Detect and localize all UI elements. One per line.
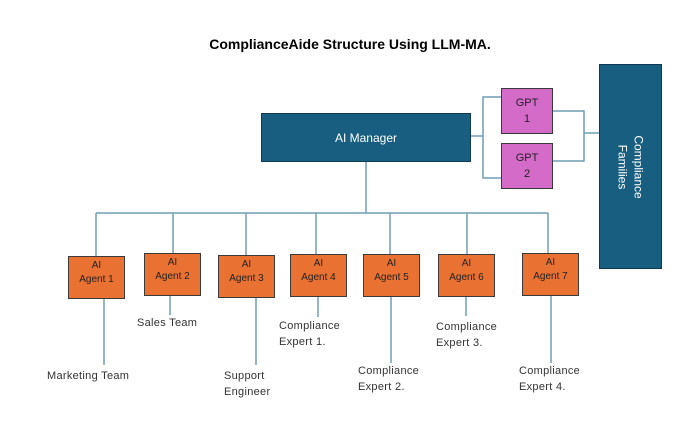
compliance-families-label: Compliance Families bbox=[615, 134, 646, 199]
agent-5-box: AI Agent 5 bbox=[363, 254, 420, 297]
role-label-agent-7: Compliance Expert 4. bbox=[519, 365, 581, 393]
agent-5-line1: AI bbox=[386, 258, 397, 269]
gpt-1-box: GPT 1 bbox=[501, 88, 553, 134]
role-label-agent-1: Marketing Team bbox=[47, 370, 130, 382]
agent-1-line2: Agent 1 bbox=[79, 274, 114, 285]
agent-2-box: AI Agent 2 bbox=[144, 253, 201, 296]
agent-7-box: AI Agent 7 bbox=[522, 253, 579, 296]
gpt-2-box: GPT 2 bbox=[501, 143, 553, 189]
agent-3-box: AI Agent 3 bbox=[218, 255, 275, 298]
agent-1-line1: AI bbox=[91, 260, 102, 271]
compliance-families-box: Compliance Families bbox=[599, 64, 662, 269]
ai-manager-label: AI Manager bbox=[334, 130, 398, 145]
role-label-agent-2: Sales Team bbox=[137, 317, 198, 329]
agent-6-line1: AI bbox=[461, 258, 472, 269]
role-label-agent-6: Compliance Expert 3. bbox=[436, 321, 498, 349]
role-label-agent-3: Support Engineer bbox=[224, 370, 271, 398]
agent-6-box: AI Agent 6 bbox=[438, 254, 495, 297]
role-label-agent-4: Compliance Expert 1. bbox=[279, 320, 341, 348]
agent-5-line2: Agent 5 bbox=[374, 272, 409, 283]
gpt-2-line2: 2 bbox=[523, 168, 531, 180]
agent-7-line1: AI bbox=[545, 257, 556, 268]
agent-6-line2: Agent 6 bbox=[449, 272, 484, 283]
role-label-agent-5: Compliance Expert 2. bbox=[358, 365, 420, 393]
ai-manager-box: AI Manager bbox=[261, 113, 471, 162]
connector-gpt-bracket-left bbox=[482, 96, 501, 179]
agent-4-line1: AI bbox=[313, 258, 324, 269]
gpt-2-line1: GPT bbox=[515, 152, 539, 164]
agent-7-line2: Agent 7 bbox=[533, 271, 568, 282]
gpt-1-line1: GPT bbox=[515, 97, 539, 109]
agent-4-line2: Agent 4 bbox=[301, 272, 336, 283]
agent-3-line2: Agent 3 bbox=[229, 273, 264, 284]
agent-3-line1: AI bbox=[241, 259, 252, 270]
agent-2-line2: Agent 2 bbox=[155, 271, 190, 282]
gpt-1-line2: 1 bbox=[523, 113, 531, 125]
agent-1-box: AI Agent 1 bbox=[68, 256, 125, 299]
agent-4-box: AI Agent 4 bbox=[290, 254, 347, 297]
connector-gpt-bracket-right bbox=[553, 110, 585, 162]
diagram-title: ComplianceAide Structure Using LLM-MA. bbox=[209, 36, 491, 52]
agent-2-line1: AI bbox=[167, 257, 178, 268]
